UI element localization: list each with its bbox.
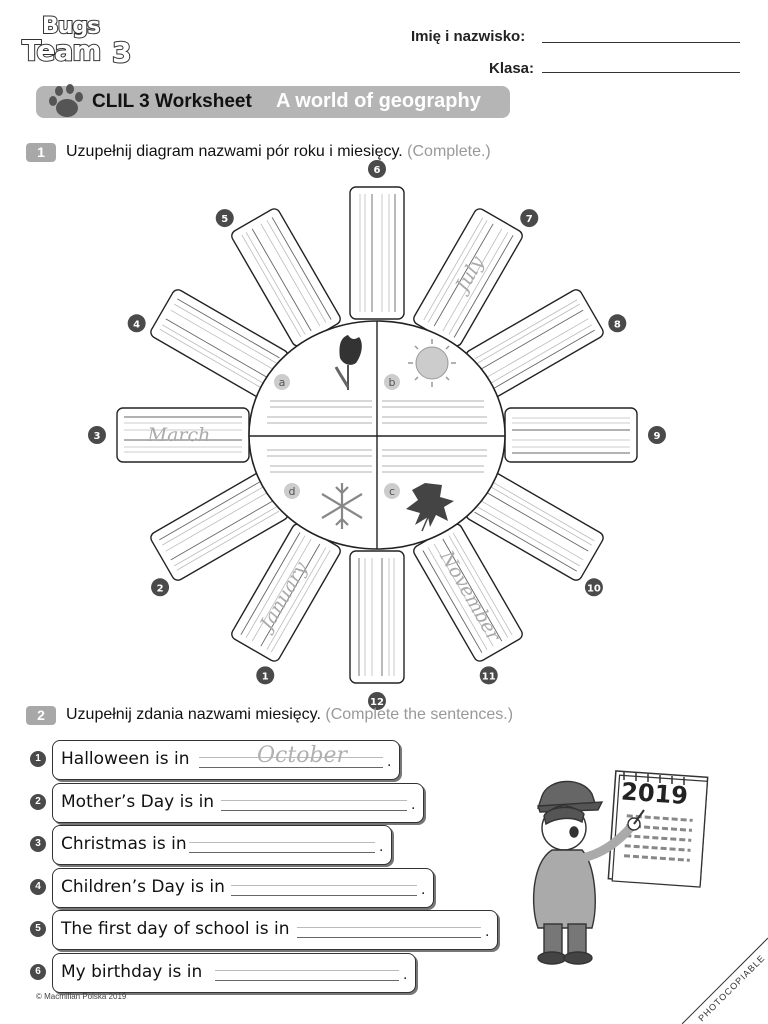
sentence-text: Halloween is in: [61, 749, 190, 769]
svg-text:12: 12: [370, 697, 384, 708]
name-label: Imię i nazwisko:: [411, 28, 526, 45]
worksheet-subtitle: A world of geography: [276, 90, 481, 112]
photocopiable-text: PHOTOCOPIABLE: [696, 953, 767, 1024]
svg-text:2: 2: [157, 583, 164, 594]
sentence-box: Mother’s Day is in.: [52, 782, 424, 823]
ray-number-badge-8: 8: [608, 314, 627, 333]
svg-text:3: 3: [94, 431, 101, 442]
sentence-number: 3: [30, 836, 46, 852]
svg-text:8: 8: [614, 319, 621, 330]
exercise2-instruction: Uzupełnij zdania nazwami miesięcy. (Comp…: [66, 706, 513, 724]
ray-number-badge-11: 11: [479, 666, 498, 685]
svg-text:b: b: [389, 376, 396, 389]
svg-text:4: 4: [133, 319, 140, 330]
month-ray-6[interactable]: [349, 186, 405, 320]
season-b-label: b: [384, 374, 400, 390]
ray-number-badge-3: 3: [88, 426, 106, 444]
sentence-number: 1: [30, 751, 46, 767]
exercise2-text: Uzupełnij zdania nazwami miesięcy.: [66, 706, 321, 723]
ray-number-badge-5: 5: [215, 209, 234, 228]
calendar-icon: 2019: [607, 770, 709, 888]
sentence-text: Christmas is in: [61, 834, 187, 854]
sentence-text: My birthday is in: [61, 961, 203, 982]
answer-line[interactable]: [231, 894, 417, 896]
svg-text:1: 1: [262, 671, 269, 682]
boy-figure: [533, 780, 645, 965]
worksheet-title: CLIL 3 Worksheet: [92, 91, 252, 112]
sentence-number: 6: [30, 963, 46, 980]
ray-number-badge-1: 1: [256, 666, 275, 685]
ray-number-badge-2: 2: [151, 578, 170, 597]
tulip-icon: [334, 335, 362, 390]
sentence-box: My birthday is in.: [52, 952, 416, 993]
exercise1-number: 1: [26, 143, 56, 162]
svg-text:10: 10: [587, 583, 601, 594]
sample-answer: October: [257, 743, 348, 768]
worksheet-header: CLIL 3 Worksheet A world of geography: [36, 84, 510, 118]
sentence-number: 2: [30, 793, 46, 810]
svg-text:6: 6: [374, 165, 381, 176]
photocopiable-stamp: PHOTOCOPIABLE: [681, 937, 768, 1024]
sentence-box: Christmas is in.: [52, 825, 392, 865]
filled-month-3: March: [147, 424, 211, 446]
sentence-text: The first day of school is in: [61, 919, 290, 939]
sentence-box: The first day of school is in.: [52, 910, 498, 950]
ray-number-badge-12: 12: [368, 692, 386, 710]
svg-text:9: 9: [654, 431, 661, 442]
svg-text:c: c: [389, 485, 395, 498]
logo-line1: Bugs: [41, 13, 101, 40]
ray-number-badge-6: 6: [368, 160, 386, 178]
month-ray-9[interactable]: [504, 407, 638, 463]
class-input-line[interactable]: [542, 72, 740, 73]
sentence-box: Children’s Day is in.: [52, 867, 434, 908]
answer-line[interactable]: [199, 767, 383, 768]
svg-text:7: 7: [526, 214, 533, 225]
season-c-label: c: [384, 483, 400, 499]
season-d-label: d: [284, 483, 300, 499]
paw-icon: [49, 84, 83, 117]
ray-number-badge-4: 4: [127, 314, 146, 333]
ray-number-badge-10: 10: [584, 578, 603, 597]
ray-number-badge-7: 7: [520, 209, 539, 228]
calendar-year: 2019: [620, 777, 689, 810]
sun-icon: [408, 339, 456, 387]
answer-line[interactable]: [189, 852, 375, 853]
bugs-team-logo: Bugs Team 3: [20, 13, 133, 70]
exercise1-instruction: Uzupełnij diagram nazwami pór roku i mie…: [66, 143, 491, 161]
answer-line[interactable]: [215, 979, 399, 981]
logo-line2: Team: [21, 33, 102, 68]
class-label: Klasa:: [489, 60, 535, 77]
exercise2-note: (Complete the sentences.): [325, 706, 514, 723]
month-ray-5[interactable]: [228, 206, 344, 349]
svg-text:11: 11: [482, 671, 496, 682]
season-a-label: a: [274, 374, 290, 390]
logo-level: 3: [111, 35, 133, 70]
copyright-notice: © Macmillan Polska 2019: [36, 992, 127, 1001]
boy-calendar-illustration: 2019: [533, 770, 709, 965]
name-input-line[interactable]: [542, 42, 740, 43]
month-ray-12[interactable]: [349, 550, 405, 684]
svg-text:5: 5: [221, 214, 228, 225]
sentence-number: 5: [30, 921, 46, 937]
sentence-text: Mother’s Day is in: [61, 791, 215, 812]
ray-number-badge-9: 9: [648, 426, 666, 444]
answer-line[interactable]: [297, 937, 481, 938]
exercise1-text: Uzupełnij diagram nazwami pór roku i mie…: [66, 143, 403, 160]
svg-text:a: a: [279, 376, 286, 389]
exercise1-note: (Complete.): [407, 143, 491, 160]
maple-leaf-icon: [406, 483, 454, 532]
svg-text:d: d: [289, 485, 296, 498]
sentence-number: 4: [30, 878, 46, 895]
answer-line[interactable]: [221, 809, 407, 811]
exercise2-number: 2: [26, 706, 56, 725]
sentence-text: Children’s Day is in: [61, 876, 225, 897]
snowflake-icon: [321, 483, 363, 529]
